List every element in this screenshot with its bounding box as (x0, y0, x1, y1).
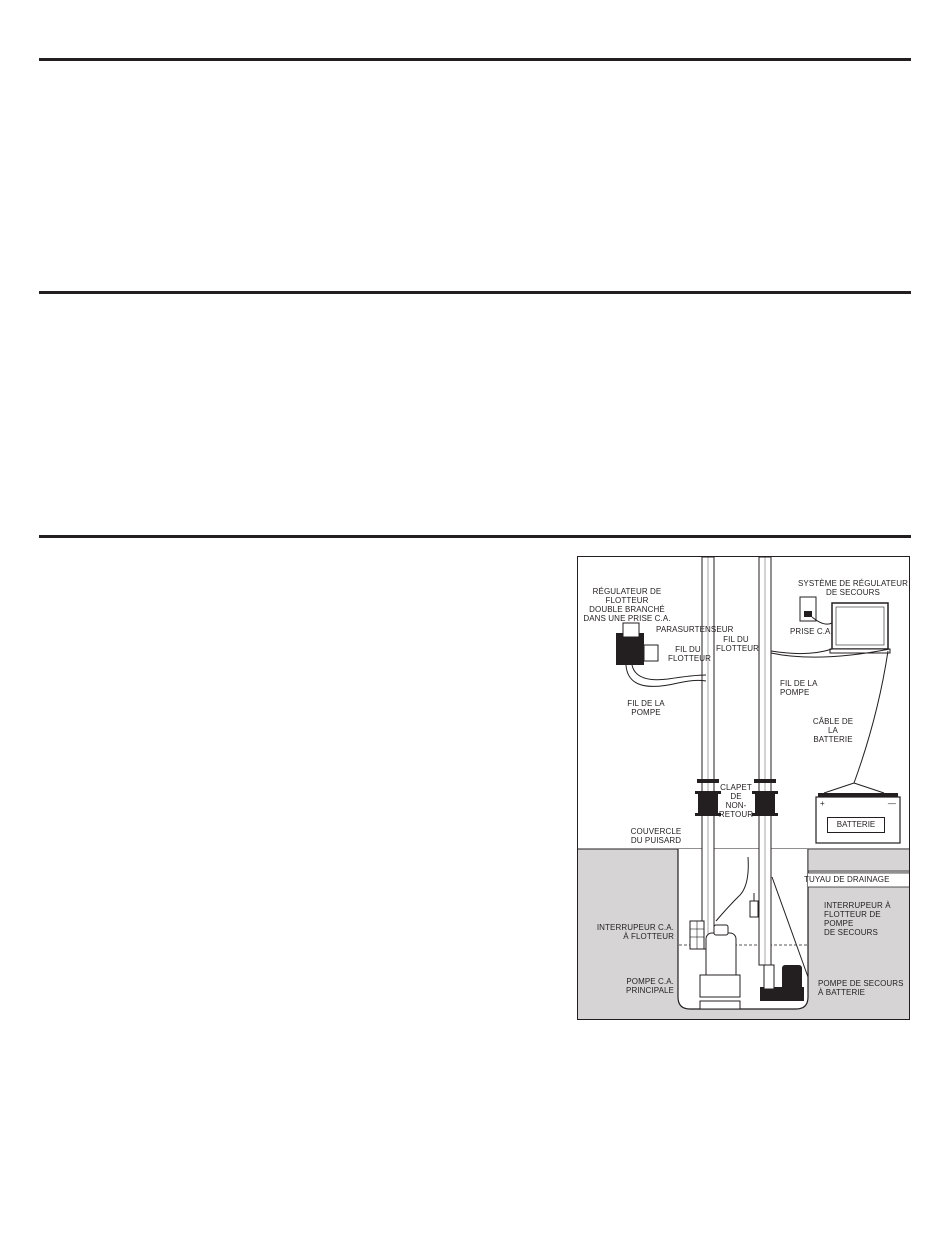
section-rule-2 (39, 291, 911, 294)
fil-du-flotteur-right-label: FIL DU FLOTTEUR (716, 635, 760, 653)
sump-pump-diagram: RÉGULATEUR DE FLOTTEUR DOUBLE BRANCHÉ DA… (577, 556, 910, 1020)
surge-protector (643, 644, 659, 662)
batterie-label: BATTERIE (827, 817, 885, 833)
backup-pump-cord (771, 876, 809, 978)
sump-pump-drawing (578, 557, 909, 1019)
main-pump-foot (699, 1000, 741, 1010)
regulateur-flotteur-label: RÉGULATEUR DE FLOTTEUR DOUBLE BRANCHÉ DA… (583, 587, 671, 623)
main-pump-top (713, 924, 729, 936)
backup-pump-outlet (763, 964, 775, 990)
fil-de-la-pompe-right-label: FIL DE LA POMPE (780, 679, 818, 697)
wall-outlet-left (622, 622, 640, 638)
drainage-pipe (807, 848, 909, 872)
main-pump-cord (715, 856, 749, 922)
check-valve-right-cap-top (752, 791, 778, 794)
battery-plus-label: + (820, 799, 825, 808)
cable-batterie-label: CÂBLE DE LA BATTERIE (812, 717, 854, 744)
couvercle-label: COUVERCLE DU PUISARD (630, 827, 682, 845)
ground-fill (578, 849, 909, 1019)
pompe-secours-label: POMPE DE SECOURS À BATTERIE (818, 979, 904, 997)
fil-du-flotteur-left-label: FIL DU FLOTTEUR (668, 645, 712, 663)
systeme-regulateur-label: SYSTÈME DE RÉGULATEUR DE SECOURS (798, 579, 908, 597)
dual-plug-regulator (616, 633, 644, 665)
outlet-cord-right (811, 616, 833, 625)
clapet-label: CLAPET DE NON- RETOUR (718, 783, 754, 819)
float-wire-left (631, 664, 707, 681)
wall-outlet-right (799, 596, 817, 622)
section-rule-3 (39, 535, 911, 538)
backup-controller-panel (835, 606, 885, 646)
plug-right (804, 611, 812, 617)
tuyau-drainage-label: TUYAU DE DRAINAGE (804, 875, 890, 884)
battery-cable (853, 650, 889, 784)
pump-wire-left (625, 664, 707, 687)
pipe-coupling-right (754, 779, 776, 783)
backup-float-switch (749, 900, 759, 918)
drainage-pipe-opening (808, 873, 909, 887)
pump-wire-right (770, 648, 891, 658)
parasurtenseur-label: PARASURTENSEUR (656, 625, 734, 634)
prise-ca-label: PRISE C.A. (790, 627, 833, 636)
check-valve-left-cap-bottom (695, 813, 721, 816)
fil-de-la-pompe-left-label: FIL DE LA POMPE (627, 699, 665, 717)
main-pump-base (699, 974, 741, 998)
pipe-coupling-left (697, 779, 719, 783)
check-valve-left-cap-top (695, 791, 721, 794)
check-valve-left (698, 793, 718, 813)
battery-minus-label: — (887, 799, 896, 808)
interrupteur-ca-label: INTERRUPEUR C.A. À FLOTTEUR (596, 923, 674, 941)
backup-pump-base (760, 987, 804, 1001)
interrupteur-secours-label: INTERRUPEUR À FLOTTEUR DE POMPE DE SECOU… (824, 901, 891, 937)
backup-controller-base (829, 648, 891, 654)
battery-top-strip (818, 793, 898, 797)
battery-cable-split (823, 782, 885, 794)
check-valve-right (755, 793, 775, 813)
section-rule-1 (39, 58, 911, 61)
float-wire-right (770, 648, 833, 655)
pompe-principale-label: POMPE C.A. PRINCIPALE (626, 977, 674, 995)
check-valve-right-cap-bottom (752, 813, 778, 816)
